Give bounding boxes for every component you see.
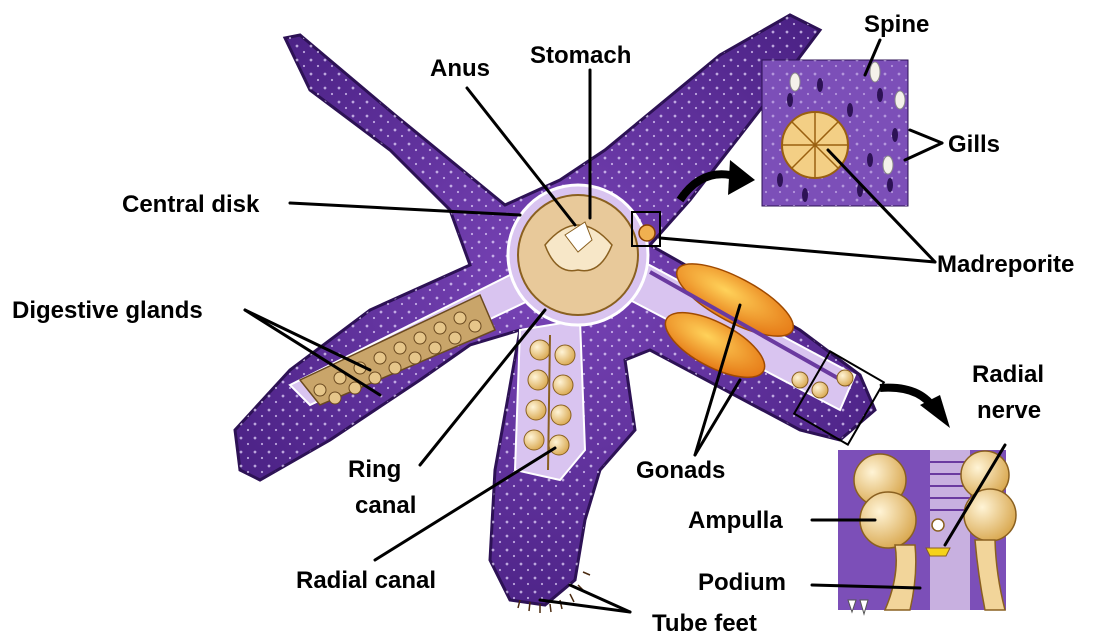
madreporite-dot [639,225,655,241]
label-madreporite: Madreporite [937,251,1074,278]
label-spine: Spine [864,11,929,38]
label-tube-feet: Tube feet [652,610,757,637]
label-gonads: Gonads [636,457,725,484]
label-ampulla: Ampulla [688,507,783,534]
label-digestive-glands: Digestive glands [12,297,203,324]
label-podium: Podium [698,569,786,596]
label-anus: Anus [430,55,490,82]
label-stomach: Stomach [530,42,631,69]
label-central-disk: Central disk [122,191,260,218]
label-radial-canal: Radial canal [296,567,436,594]
arrow-icon [728,160,755,195]
label-ring-canal-1: Ring [348,456,401,483]
label-ring-canal-2: canal [355,492,416,519]
inset-tube-foot [838,450,1016,614]
inset-madreporite [762,60,908,206]
lower-arm-ampullae [515,320,585,480]
label-radial-nerve-1: Radial [972,361,1044,388]
label-gills: Gills [948,131,1000,158]
label-radial-nerve-2: nerve [977,397,1041,424]
